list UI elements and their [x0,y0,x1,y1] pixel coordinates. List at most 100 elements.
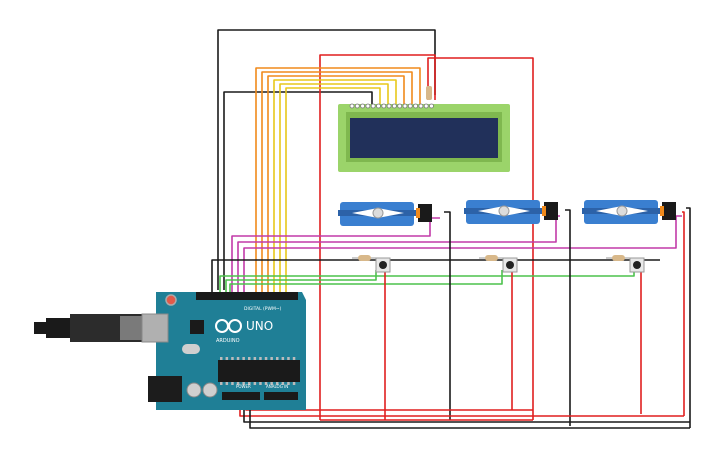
servo-hub [498,205,510,217]
servo-lead [660,206,664,216]
chip-leg [264,382,268,385]
usb-cable[interactable] [34,314,152,342]
power-label: POWER [236,384,251,389]
chip-leg [270,382,273,385]
chip-leg [287,382,290,385]
power-jack [148,376,182,402]
wire-green-button2[interactable] [229,270,503,292]
chip-leg [270,357,273,360]
servo-1[interactable] [338,202,432,226]
arduino-logo [215,319,242,333]
resistor-body [485,255,498,261]
chip-leg [242,357,245,360]
chip-leg [259,357,262,360]
lcd-pins [349,103,434,109]
chip-leg [253,357,257,360]
wire-black-servo1[interactable] [444,211,451,420]
servo-connector [418,204,432,222]
wire-magenta-servo3[interactable] [243,215,682,292]
lcd-display[interactable] [338,86,510,172]
servo-2[interactable] [464,200,558,224]
chip-leg [276,382,279,385]
resistor-lcd[interactable] [426,86,432,100]
chip-leg [281,357,285,360]
chip-leg [231,357,234,360]
lcd-pin[interactable] [354,103,360,109]
wire-orange-3[interactable] [267,75,405,292]
lcd-screen [350,118,498,158]
resistor-body [358,255,371,261]
wire-green-button3[interactable] [219,270,635,292]
capacitor-1 [186,382,202,398]
wire-green-button1[interactable] [225,270,377,292]
wire-magenta-servo1[interactable] [231,217,440,292]
chip-leg [276,357,279,360]
chip-leg [287,357,290,360]
lcd-pin[interactable] [397,103,403,109]
wire-black-lcd[interactable] [223,91,373,290]
board-model: UNO [246,319,273,333]
lcd-pin[interactable] [381,103,387,109]
wire-red-bottom-rail[interactable] [239,398,684,417]
chip-leg [242,382,245,385]
wire-black-servo3[interactable] [686,207,691,428]
wire-black-servo2[interactable] [565,209,571,426]
capacitor-2 [202,382,218,398]
lcd-pin[interactable] [413,103,419,109]
analog-label: ANALOG IN [266,384,288,389]
button-1[interactable] [375,257,391,273]
resistor-2[interactable] [479,255,503,261]
wire-red-servo3[interactable] [682,211,685,416]
resistor-1[interactable] [352,255,376,261]
lcd-pin[interactable] [365,103,371,109]
chip-leg [292,382,296,385]
lcd-pin[interactable] [402,103,408,109]
usb-cable-body [46,318,70,338]
wire-yellow-1[interactable] [273,79,397,292]
resistor-3[interactable] [606,255,630,261]
chip-legs [220,357,296,385]
lcd-pin[interactable] [407,103,413,109]
wire-black-bottom-rail-2[interactable] [249,398,690,429]
lcd-pin[interactable] [429,103,434,109]
chip-leg [248,382,251,385]
button-2[interactable] [502,257,518,273]
lcd-pin[interactable] [418,103,424,109]
servo-3[interactable] [582,200,676,224]
digital-header [196,292,298,300]
lcd-pin[interactable] [349,103,355,109]
servo-lead [542,206,546,216]
lcd-pin[interactable] [423,103,429,109]
lcd-pin[interactable] [376,103,381,109]
wire-orange-1[interactable] [255,67,421,292]
lcd-pin[interactable] [391,103,397,109]
small-ic [190,320,204,334]
button-3[interactable] [629,257,645,273]
wire-orange-2[interactable] [261,71,413,292]
button-resistor-sets [352,255,645,273]
servo-hub [616,205,628,217]
chip-leg [248,357,251,360]
servo-hub [372,207,384,219]
power-header [222,392,260,400]
lcd-pin[interactable] [360,103,366,109]
servo-lead [416,208,420,218]
usb-cable-end [34,322,48,334]
wire-yellow-3[interactable] [285,87,381,292]
wire-yellow-2[interactable] [279,83,389,292]
digital-label: DIGITAL (PWM~) [244,306,282,312]
chip-leg [225,382,229,385]
servo-connector [544,202,558,220]
lcd-pin[interactable] [386,103,392,109]
servo-connector [662,202,676,220]
arduino-uno-board[interactable]: UNO ARDUINO DIGITAL (PWM~) POWER ANALOG … [34,292,306,410]
lcd-pin[interactable] [370,103,376,109]
chip-leg [231,382,234,385]
wire-red-lcd-power[interactable] [319,54,436,420]
atmega-chip [218,360,300,382]
chip-leg [225,357,229,360]
wire-red-right-rail[interactable] [427,57,534,420]
reset-button[interactable] [165,294,177,306]
button-cap [633,261,641,269]
